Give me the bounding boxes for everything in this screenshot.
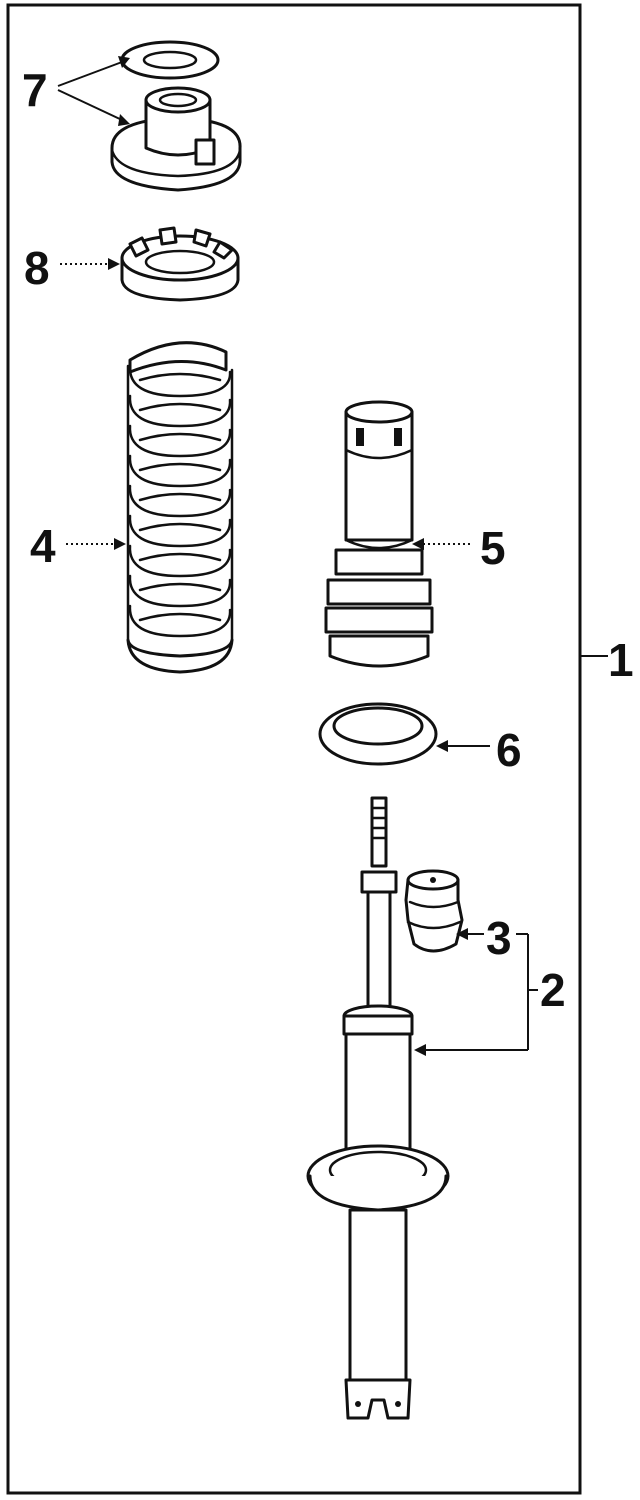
part-6-insulator-ring [318,702,438,766]
callout-8: 8 [24,242,50,294]
part-7-upper-mount [110,40,242,192]
callout-3: 3 [486,912,512,964]
leader-lines [57,56,608,1056]
part-2-shock-absorber [306,796,450,1420]
callout-2: 2 [540,964,566,1016]
callout-4: 4 [30,520,56,572]
part-8-spring-seat [120,226,240,302]
part-3-bump-stop [404,869,464,953]
callout-5: 5 [480,522,506,574]
part-5-dust-boot [324,400,434,668]
callout-6: 6 [496,724,522,776]
assembly-frame [6,3,582,1495]
callout-1: 1 [608,634,634,686]
part-4-coil-spring [126,341,234,674]
callout-7: 7 [22,64,48,116]
